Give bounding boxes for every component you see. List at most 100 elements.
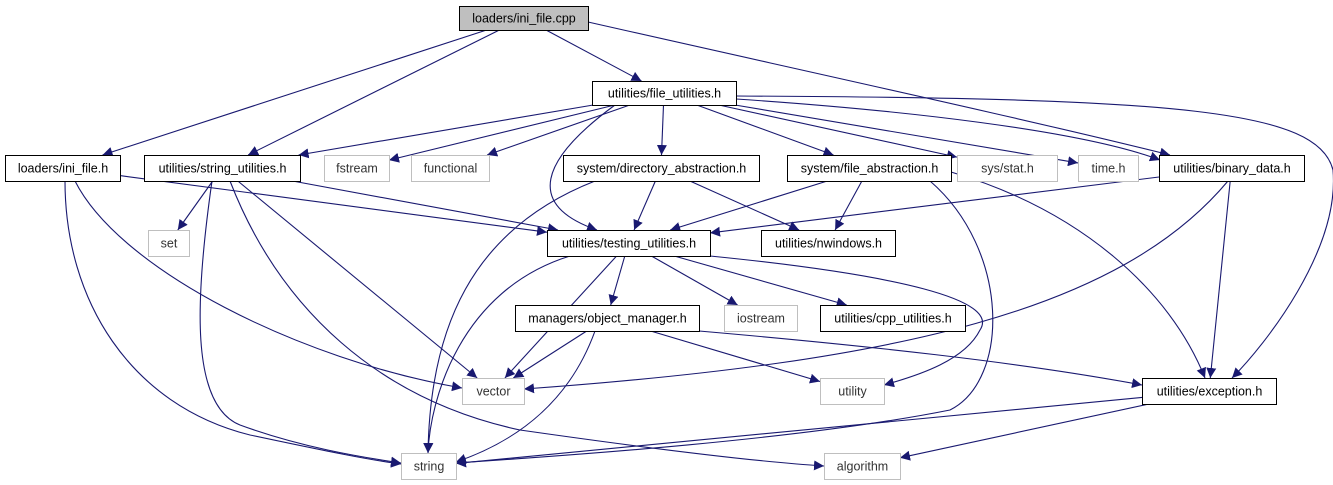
node-label: set [161, 236, 178, 250]
node-box [462, 378, 525, 405]
edge-root-to-binary_data [587, 21, 1171, 158]
node-box [1078, 155, 1139, 182]
edge-testing_utilities-to-object_manager [608, 255, 626, 306]
edge-file_abstraction-to-nwindows [834, 180, 863, 231]
edge-exception-to-string [455, 396, 1143, 468]
edge-file_utilities-to-binary_data [735, 98, 1161, 162]
edge-file_abstraction-to-testing_utilities [670, 180, 828, 232]
node-box [515, 305, 700, 332]
node-algorithm: algorithm [824, 453, 901, 480]
node-box [148, 230, 190, 257]
edge-testing_utilities-to-utility [709, 255, 983, 388]
node-ini-file-h[interactable]: loaders/ini_file.h [5, 155, 121, 182]
node-vector: vector [462, 378, 525, 405]
node-box [724, 305, 798, 332]
edge-directory_abstraction-to-testing_utilities [633, 180, 656, 231]
node-box [1142, 378, 1277, 405]
edge-root-to-file_utilities [545, 29, 642, 82]
node-string-utilities[interactable]: utilities/string_utilities.h [144, 155, 301, 182]
node-label: system/file_abstraction.h [801, 161, 939, 175]
node-root[interactable]: loaders/ini_file.cpp [459, 6, 589, 31]
node-file-utilities[interactable]: utilities/file_utilities.h [592, 81, 737, 106]
edge-testing_utilities-to-iostream [651, 255, 738, 306]
edge-directory_abstraction-to-string [423, 180, 596, 454]
edge-binary_data-to-vector [523, 180, 1229, 394]
node-label: vector [476, 384, 510, 398]
node-label: utilities/exception.h [1157, 384, 1263, 398]
node-label: managers/object_manager.h [528, 311, 686, 325]
node-label: utilities/nwindows.h [775, 236, 882, 250]
node-label: utilities/string_utilities.h [159, 161, 287, 175]
edge-object_manager-to-exception [698, 330, 1143, 389]
node-box [1159, 155, 1305, 182]
node-time-h: time.h [1078, 155, 1139, 182]
node-label: system/directory_abstraction.h [577, 161, 747, 175]
node-box [957, 155, 1058, 182]
node-label: functional [424, 161, 478, 175]
node-box [820, 305, 966, 332]
node-box [592, 81, 737, 106]
edge-directory_abstraction-to-nwindows [689, 180, 800, 231]
node-box [401, 453, 457, 480]
node-box [5, 155, 121, 182]
node-label: time.h [1091, 161, 1125, 175]
node-label: utilities/file_utilities.h [608, 86, 721, 100]
node-box [563, 155, 760, 182]
edge-file_utilities-to-time_h [734, 104, 1079, 167]
node-label: utilities/testing_utilities.h [562, 236, 696, 250]
node-box [824, 453, 901, 480]
edge-file_utilities-to-directory_abstraction [656, 104, 667, 156]
node-label: sys/stat.h [981, 161, 1034, 175]
edge-ini_file_h-to-testing_utilities [119, 175, 548, 236]
edge-binary_data-to-exception [1206, 180, 1231, 379]
edge-file_utilities-to-file_abstraction [696, 104, 834, 157]
edge-root-to-string_utilities [247, 29, 500, 156]
node-layer: loaders/ini_file.cpp utilities/file_utili… [5, 6, 1305, 480]
node-functional: functional [411, 155, 490, 182]
edge-string_utilities-to-string [199, 180, 402, 467]
node-nwindows[interactable]: utilities/nwindows.h [761, 230, 896, 257]
node-object-manager[interactable]: managers/object_manager.h [515, 305, 700, 332]
node-label: utilities/cpp_utilities.h [834, 311, 951, 325]
edge-ini_file_h-to-string [64, 180, 402, 468]
node-directory-abstraction[interactable]: system/directory_abstraction.h [563, 155, 760, 182]
node-label: algorithm [837, 459, 888, 473]
edge-string_utilities-to-set [177, 180, 214, 231]
node-box [144, 155, 301, 182]
edge-file_utilities-to-fstream [388, 104, 615, 163]
node-iostream: iostream [724, 305, 798, 332]
node-fstream: fstream [324, 155, 390, 182]
edge-root-to-ini_file_h [102, 29, 487, 157]
edge-object_manager-to-string [455, 330, 596, 464]
node-label: string [414, 459, 445, 473]
node-cpp-utilities[interactable]: utilities/cpp_utilities.h [820, 305, 966, 332]
edge-exception-to-algorithm [899, 403, 1150, 461]
edge-binary_data-to-testing_utilities [709, 176, 1160, 237]
node-box [459, 6, 589, 31]
edge-file_utilities-to-functional [486, 104, 630, 157]
node-label: loaders/ini_file.cpp [472, 11, 576, 25]
edge-string_utilities-to-algorithm [229, 180, 825, 471]
edge-string_utilities-to-vector [237, 180, 478, 379]
node-sys-stat: sys/stat.h [957, 155, 1058, 182]
node-testing-utilities[interactable]: utilities/testing_utilities.h [547, 230, 711, 257]
edge-ini_file_h-to-vector [74, 180, 463, 392]
node-label: fstream [336, 161, 378, 175]
node-box [761, 230, 896, 257]
node-utility: utility [820, 378, 885, 405]
edge-testing_utilities-to-cpp_utilities [674, 255, 847, 308]
node-label: utilities/binary_data.h [1173, 161, 1290, 175]
node-box [411, 155, 490, 182]
node-box [787, 155, 952, 182]
edge-file_abstraction-to-string [455, 180, 994, 468]
node-set: set [148, 230, 190, 257]
node-file-abstraction[interactable]: system/file_abstraction.h [787, 155, 952, 182]
node-exception[interactable]: utilities/exception.h [1142, 378, 1277, 405]
node-binary-data[interactable]: utilities/binary_data.h [1159, 155, 1305, 182]
edge-layer [64, 21, 1333, 471]
node-box [820, 378, 885, 405]
edge-object_manager-to-utility [650, 330, 821, 384]
edge-object_manager-to-vector [513, 330, 587, 379]
edge-file_utilities-to-exception [735, 95, 1333, 379]
